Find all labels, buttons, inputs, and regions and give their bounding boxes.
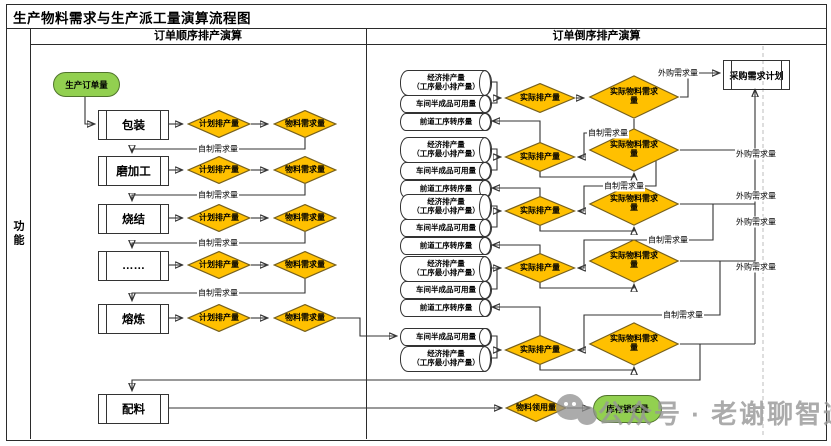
actual-material-demand-diamond: 实际物料需求量 bbox=[588, 75, 680, 119]
wire-label-self-demand: 自制需求量 bbox=[197, 287, 239, 299]
wire-label-self-demand: 自制需求量 bbox=[662, 309, 704, 321]
wire-label-outsourced-demand: 外购需求量 bbox=[735, 261, 777, 273]
actual-material-demand-diamond: 实际物料需求量 bbox=[588, 182, 680, 226]
cylinder-transfer-quantity: 前道工序转序量 bbox=[400, 237, 492, 255]
cylinder-economic-output: 经济排产量（工序最小排产量） bbox=[400, 346, 492, 372]
title-divider bbox=[6, 28, 826, 29]
planned-output-diamond: 计划排产量 bbox=[187, 304, 251, 332]
wire-label-self-demand: 自制需求量 bbox=[587, 127, 629, 139]
process-box-melting: 熔炼 bbox=[98, 304, 169, 334]
purchase-plan-box: 采购需求计划 bbox=[723, 60, 790, 90]
actual-material-demand-diamond: 实际物料需求量 bbox=[588, 128, 680, 172]
lane-divider bbox=[30, 28, 31, 439]
cylinder-wip-available: 车间半成品可用量 bbox=[400, 328, 492, 346]
planned-output-diamond: 计划排产量 bbox=[187, 156, 251, 184]
cylinder-wip-available: 车间半成品可用量 bbox=[400, 219, 492, 237]
start-node-production-order: 生产订单量 bbox=[53, 72, 120, 97]
actual-output-diamond: 实际排产量 bbox=[504, 196, 576, 226]
wire-label-outsourced-demand: 外购需求量 bbox=[735, 190, 777, 202]
material-requisition-diamond: 物料领用量 bbox=[505, 394, 567, 422]
wire-label-outsourced-demand: 外购需求量 bbox=[657, 67, 699, 79]
material-demand-diamond: 物料需求量 bbox=[273, 304, 337, 332]
cylinder-wip-available: 车间半成品可用量 bbox=[400, 95, 492, 113]
actual-output-diamond: 实际排产量 bbox=[504, 142, 576, 172]
cylinder-transfer-quantity: 前道工序转序量 bbox=[400, 299, 492, 317]
material-demand-diamond: 物料需求量 bbox=[273, 204, 337, 232]
wire-label-self-demand: 自制需求量 bbox=[197, 237, 239, 249]
actual-material-demand-diamond: 实际物料需求量 bbox=[588, 239, 680, 283]
planned-output-diamond: 计划排产量 bbox=[187, 204, 251, 232]
lane-label: 功能 bbox=[12, 219, 24, 248]
page-title: 生产物料需求与生产派工量演算流程图 bbox=[13, 11, 251, 26]
material-demand-diamond: 物料需求量 bbox=[273, 251, 337, 279]
wire-label-self-demand: 自制需求量 bbox=[197, 189, 239, 201]
outer-border bbox=[6, 4, 827, 441]
process-box-sintering: 烧结 bbox=[98, 204, 169, 234]
wire-label-outsourced-demand: 外购需求量 bbox=[735, 216, 777, 228]
column-header-reverse: 订单倒序排产演算 bbox=[552, 30, 641, 42]
cylinder-economic-output: 经济排产量（工序最小排产量） bbox=[400, 194, 492, 220]
cylinder-economic-output: 经济排产量（工序最小排产量） bbox=[400, 256, 492, 282]
start-node-label: 生产订单量 bbox=[65, 79, 108, 90]
wire-label-self-demand: 自制需求量 bbox=[647, 234, 689, 246]
wire-label-self-demand: 自制需求量 bbox=[197, 143, 239, 155]
cylinder-transfer-quantity: 前道工序转序量 bbox=[400, 113, 492, 131]
actual-output-diamond: 实际排产量 bbox=[504, 335, 576, 365]
material-demand-diamond: 物料需求量 bbox=[273, 110, 337, 138]
stock-lock-node: 库存锁定量 bbox=[593, 395, 662, 423]
planned-output-diamond: 计划排产量 bbox=[187, 110, 251, 138]
column-header-forward: 订单顺序排产演算 bbox=[154, 30, 242, 42]
process-box-batching: 配料 bbox=[98, 394, 169, 424]
planned-output-diamond: 计划排产量 bbox=[187, 251, 251, 279]
wire-label-self-demand: 自制需求量 bbox=[603, 180, 645, 192]
process-box-packaging: 包装 bbox=[98, 110, 169, 140]
cylinder-economic-output: 经济排产量（工序最小排产量） bbox=[400, 70, 492, 96]
cylinder-wip-available: 车间半成品可用量 bbox=[400, 162, 492, 180]
actual-output-diamond: 实际排产量 bbox=[504, 83, 576, 113]
material-demand-diamond: 物料需求量 bbox=[273, 156, 337, 184]
cylinder-transfer-quantity: 前道工序转序量 bbox=[400, 180, 492, 198]
column-divider bbox=[366, 28, 367, 439]
process-box-ellipsis: …… bbox=[98, 251, 169, 281]
wire-label-outsourced-demand: 外购需求量 bbox=[735, 148, 777, 160]
cylinder-economic-output: 经济排产量（工序最小排产量） bbox=[400, 137, 492, 163]
actual-output-diamond: 实际排产量 bbox=[504, 253, 576, 283]
actual-material-demand-diamond: 实际物料需求量 bbox=[588, 322, 680, 366]
cylinder-wip-available: 车间半成品可用量 bbox=[400, 281, 492, 299]
header-divider bbox=[30, 44, 826, 45]
process-box-grinding: 磨加工 bbox=[98, 156, 169, 186]
